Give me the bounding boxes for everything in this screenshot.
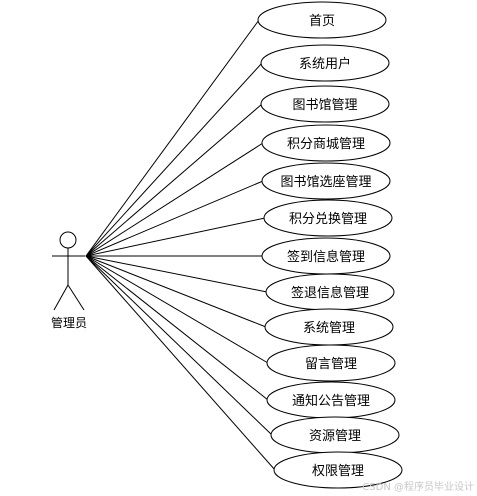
actor-head (59, 231, 77, 249)
association-line (85, 180, 264, 257)
use-case-ellipse (273, 451, 403, 489)
watermark: CSDN @程序员毕业设计 (362, 480, 474, 493)
use-case: 积分兑换管理 (263, 199, 393, 237)
association-line (85, 255, 276, 471)
use-case-label: 图书馆选座管理 (280, 175, 371, 190)
actor-left-leg (53, 284, 69, 311)
use-case: 系统管理 (264, 308, 394, 346)
use-case-label: 积分兑换管理 (289, 212, 367, 227)
use-case-ellipse (261, 162, 391, 200)
use-case-label: 图书馆管理 (292, 98, 357, 113)
use-case-ellipse (263, 199, 393, 237)
use-case: 图书馆选座管理 (261, 162, 391, 200)
use-case: 资源管理 (270, 416, 400, 454)
use-case-label: 签到信息管理 (287, 249, 365, 265)
use-case: 首页 (257, 1, 387, 39)
association-line (85, 255, 267, 328)
use-case: 权限管理 (273, 451, 403, 489)
use-case-ellipse (261, 124, 391, 162)
actor-right-leg (67, 284, 85, 311)
actor-name: 管理员 (51, 315, 87, 330)
association-line (85, 142, 264, 257)
use-case: 签退信息管理 (265, 273, 395, 311)
association-line (85, 103, 263, 257)
actor-figure (52, 231, 85, 311)
use-case: 通知公告管理 (266, 381, 396, 419)
association-line (85, 255, 273, 436)
use-case-list: 首页系统用户图书馆管理积分商城管理图书馆选座管理积分兑换管理签到信息管理签退信息… (257, 1, 403, 489)
use-case-label: 签退信息管理 (291, 285, 369, 301)
association-line (85, 255, 268, 293)
use-case: 签到信息管理 (261, 237, 391, 275)
use-case-ellipse (260, 44, 390, 82)
use-case-ellipse (257, 1, 387, 39)
use-case-label: 资源管理 (309, 429, 361, 444)
use-case-ellipse (266, 344, 396, 382)
use-case: 留言管理 (266, 344, 396, 382)
use-case-label: 留言管理 (305, 357, 357, 372)
use-case: 积分商城管理 (261, 124, 391, 162)
use-case-label: 通知公告管理 (292, 393, 370, 409)
association-line (85, 62, 263, 257)
use-case: 图书馆管理 (260, 85, 390, 123)
use-case-ellipse (260, 85, 390, 123)
association-line (85, 19, 260, 257)
use-case-label: 积分商城管理 (287, 137, 365, 152)
use-case-label: 首页 (309, 14, 335, 29)
association-line (85, 217, 266, 257)
use-case: 系统用户 (260, 44, 390, 82)
use-case-label: 权限管理 (312, 463, 364, 479)
use-case-label: 系统用户 (299, 56, 351, 72)
association-lines (85, 19, 276, 471)
association-line (85, 255, 269, 364)
use-case-label: 系统管理 (303, 321, 355, 336)
association-line (85, 255, 269, 401)
